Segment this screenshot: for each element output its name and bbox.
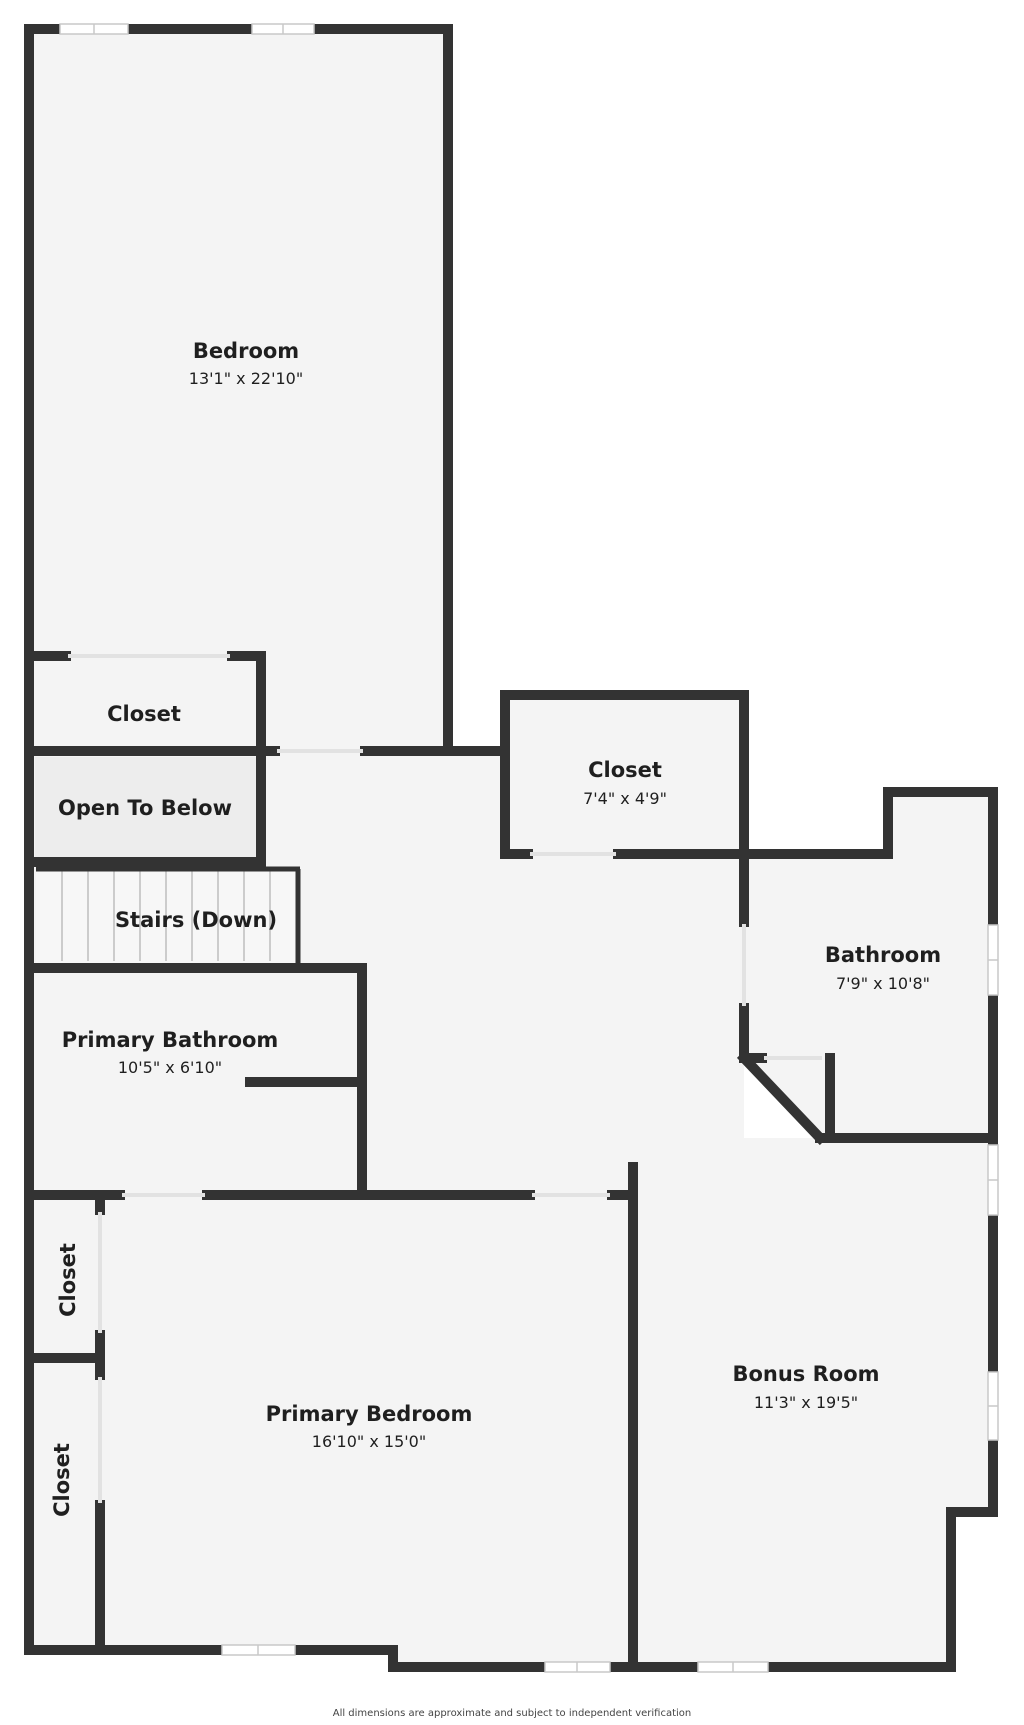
label-closet-side-2-name: Closet bbox=[50, 1443, 74, 1517]
label-bonus-room-dims: 11'3" x 19'5" bbox=[754, 1393, 858, 1412]
label-bathroom-name: Bathroom bbox=[825, 943, 941, 967]
windows bbox=[59, 23, 999, 1673]
stairs bbox=[36, 866, 301, 963]
label-bedroom-name: Bedroom bbox=[193, 339, 299, 363]
label-closet-side-1-name: Closet bbox=[56, 1243, 80, 1317]
label-bonus-room-name: Bonus Room bbox=[732, 1362, 879, 1386]
floor-fills bbox=[29, 29, 993, 1667]
open-to-below-floor bbox=[35, 757, 256, 860]
label-primary-bathroom-name: Primary Bathroom bbox=[62, 1028, 279, 1052]
label-closet-center-name: Closet bbox=[588, 758, 662, 782]
stair-treads bbox=[61, 871, 271, 961]
label-primary-bathroom-dims: 10'5" x 6'10" bbox=[118, 1058, 222, 1077]
door-openings bbox=[68, 654, 822, 1503]
label-bedroom-dims: 13'1" x 22'10" bbox=[189, 369, 303, 388]
stairs-area bbox=[36, 869, 298, 963]
label-closet-upper-name: Closet bbox=[107, 702, 181, 726]
label-primary-bedroom-name: Primary Bedroom bbox=[266, 1402, 473, 1426]
label-bathroom-dims: 7'9" x 10'8" bbox=[836, 974, 930, 993]
wall-bath-diagonal bbox=[736, 1050, 828, 1146]
room-labels: Bedroom 13'1" x 22'10" Closet Open To Be… bbox=[50, 339, 941, 1719]
walls bbox=[24, 24, 998, 1672]
closet-center-floor bbox=[505, 695, 744, 854]
disclaimer-text: All dimensions are approximate and subje… bbox=[333, 1708, 692, 1719]
bedroom-floor bbox=[29, 29, 448, 751]
bathroom-floor bbox=[744, 792, 993, 1138]
label-primary-bedroom-dims: 16'10" x 15'0" bbox=[312, 1432, 426, 1451]
label-open-to-below-name: Open To Below bbox=[58, 796, 232, 820]
label-closet-center-dims: 7'4" x 4'9" bbox=[583, 789, 667, 808]
label-stairs-name: Stairs (Down) bbox=[115, 908, 277, 932]
hall-floor bbox=[29, 751, 993, 1667]
